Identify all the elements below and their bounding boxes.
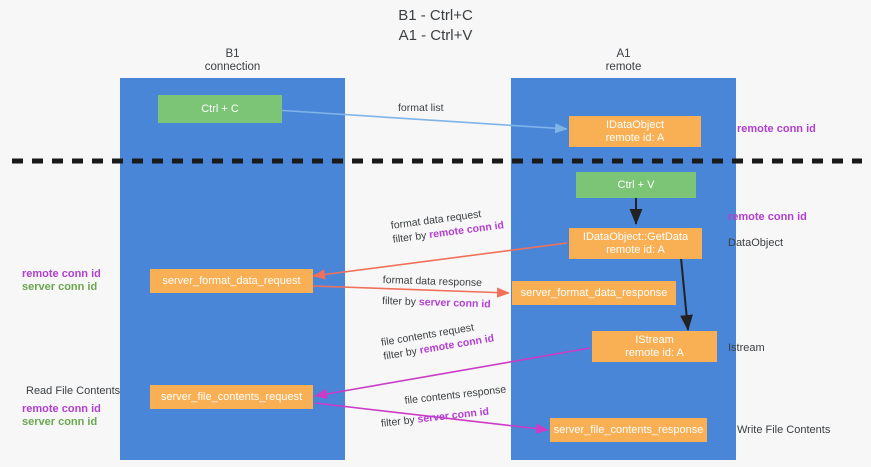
box-ctrl-c-label: Ctrl + C (201, 102, 239, 115)
box-istream[interactable]: IStream remote id: A (592, 331, 717, 362)
left-label-server-conn-id-mid: server conn id (22, 281, 98, 293)
box-server-format-data-response-label: server_format_data_response (520, 286, 668, 299)
edge-label-format-data-response: format data response filter by server co… (382, 273, 492, 311)
left-label-server-conn-id-bottom: server conn id (22, 416, 98, 428)
box-ctrl-v[interactable]: Ctrl + V (576, 172, 696, 198)
filter-key-server-conn-id: server conn id (418, 296, 491, 311)
box-ctrl-c[interactable]: Ctrl + C (158, 95, 282, 123)
left-label-remote-conn-id-mid: remote conn id (22, 268, 101, 280)
box-ctrl-v-label: Ctrl + V (617, 178, 655, 191)
edge-label-file-contents-response: file contents response filter by server … (378, 382, 509, 430)
right-label-remote-conn-id-top: remote conn id (737, 123, 816, 135)
page-title: B1 - Ctrl+C A1 - Ctrl+V (398, 7, 473, 44)
box-idataobject-line1: IDataObject (605, 118, 665, 131)
box-server-format-data-request-label: server_format_data_request (162, 274, 301, 287)
box-server-format-data-response[interactable]: server_format_data_response (512, 281, 676, 305)
box-server-file-contents-response-label: server_file_contents_response (553, 423, 704, 436)
edge-label-format-list: format list (398, 102, 444, 114)
left-label-remote-conn-id-bottom: remote conn id (22, 403, 101, 415)
box-server-format-data-request[interactable]: server_format_data_request (150, 269, 313, 293)
box-server-file-contents-request[interactable]: server_file_contents_request (150, 385, 313, 409)
box-getdata-line1: IDataObject::GetData (582, 230, 689, 243)
edge-label-format-data-response-line1: format data response (382, 273, 483, 290)
box-server-file-contents-response[interactable]: server_file_contents_response (550, 418, 707, 442)
lane-header-b1: B1 connection (204, 48, 261, 73)
edge-label-format-data-request: format data request filter by remote con… (390, 204, 505, 246)
right-label-write-file-contents: Write File Contents (737, 424, 831, 436)
right-label-dataobject: DataObject (728, 237, 784, 249)
box-getdata-line2: remote id: A (606, 243, 665, 256)
edge-label-file-contents-response-line2: filter by server conn id (380, 405, 490, 430)
box-istream-line1: IStream (635, 333, 674, 346)
right-label-remote-conn-id-mid: remote conn id (728, 211, 807, 223)
right-label-istream: Istream (728, 342, 765, 354)
box-getdata[interactable]: IDataObject::GetData remote id: A (569, 228, 702, 259)
box-idataobject-line2: remote id: A (605, 131, 665, 144)
edge-label-format-data-response-line2: filter by server conn id (381, 294, 491, 311)
filter-key-server-conn-id-2: server conn id (416, 405, 490, 426)
box-idataobject[interactable]: IDataObject remote id: A (569, 116, 701, 147)
box-server-file-contents-request-label: server_file_contents_request (160, 390, 303, 403)
edge-label-file-contents-request: file contents request filter by remote c… (380, 318, 495, 364)
left-label-read-file-contents: Read File Contents (26, 385, 121, 397)
box-istream-line2: remote id: A (625, 346, 684, 359)
lane-header-a1: A1 remote (605, 48, 642, 73)
